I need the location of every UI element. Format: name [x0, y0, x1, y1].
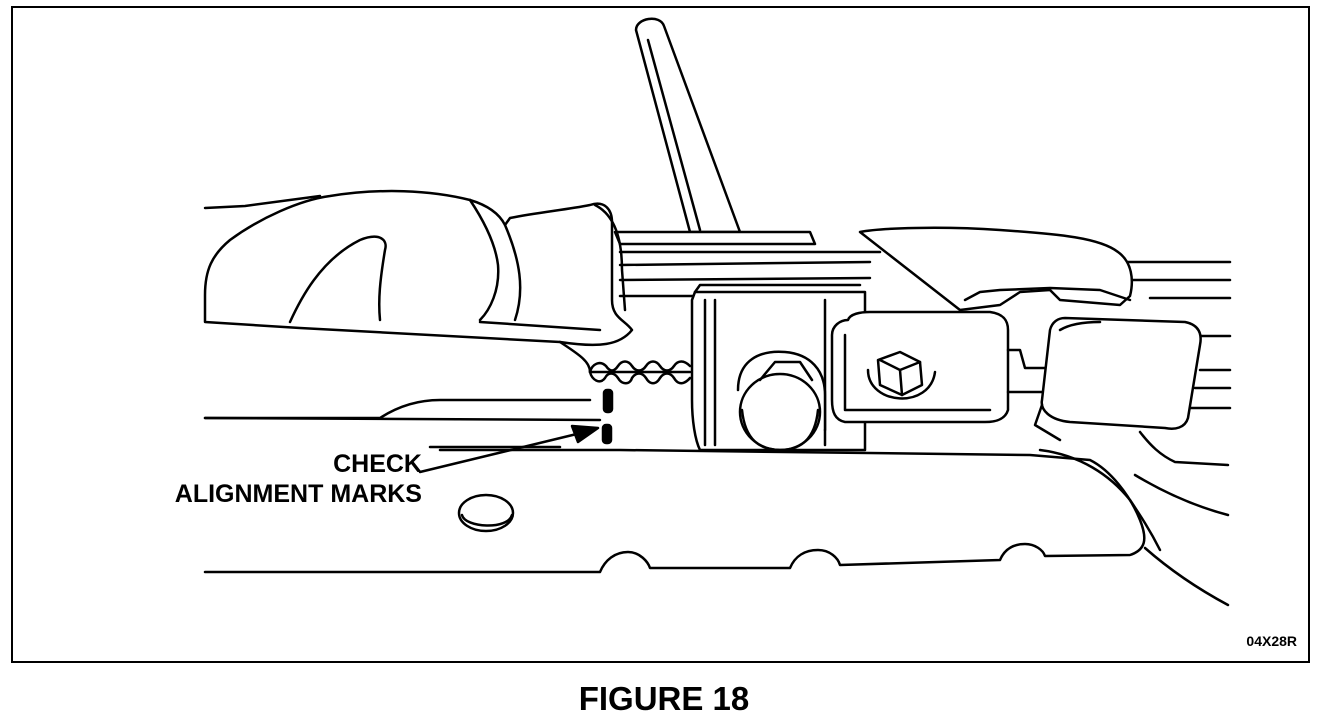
alignment-marks [601, 388, 614, 445]
figure-caption: FIGURE 18 [578, 680, 750, 717]
reference-code: 04X28R [1246, 633, 1297, 649]
seat-cover-left [203, 189, 634, 347]
hex-bolt [866, 350, 937, 400]
callout-label-alignment-marks: ALIGNMENT MARKS [174, 480, 422, 508]
large-bolt [736, 350, 827, 452]
callout-arrow [418, 424, 600, 474]
release-lever [634, 17, 742, 234]
latch-mechanism [963, 286, 1202, 442]
upper-track-rails [203, 194, 1232, 410]
callout-label-check: CHECK [333, 450, 422, 478]
lower-rail-main [203, 430, 1230, 607]
lower-rail-left [203, 340, 692, 462]
